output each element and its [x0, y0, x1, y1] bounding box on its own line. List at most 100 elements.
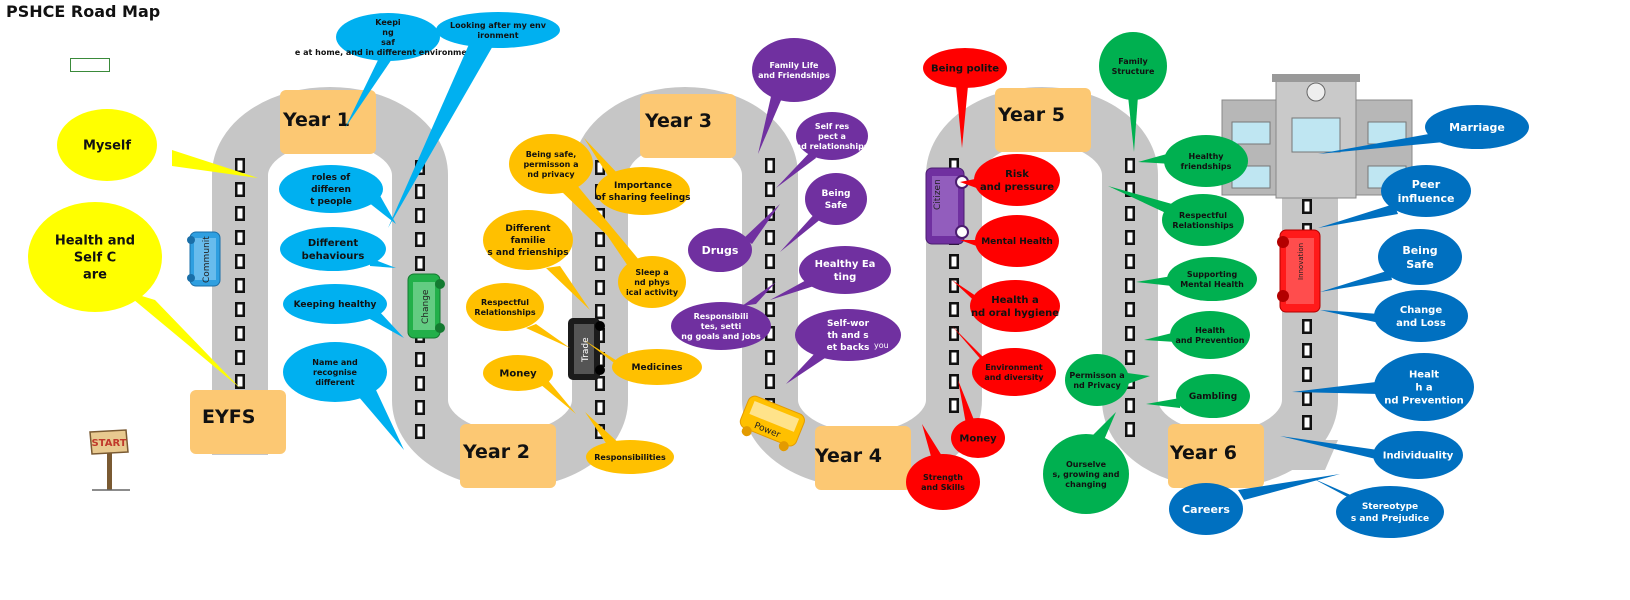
- road-dash-inner: [951, 160, 957, 171]
- road-dash-inner: [417, 426, 423, 437]
- svg-text:Communit: Communit: [202, 236, 212, 283]
- bubble-label: Being polite: [931, 64, 999, 75]
- bubble-tail: [922, 424, 942, 460]
- bubble-shape: [1170, 311, 1250, 359]
- bubble-tail: [368, 310, 404, 338]
- bubble-tail: [956, 86, 968, 148]
- bubble-shape: [283, 284, 387, 324]
- road-dash-inner: [1127, 184, 1133, 195]
- bubble-shape: [1169, 483, 1243, 535]
- bubble-shape: [972, 348, 1056, 396]
- road-dash-inner: [417, 402, 423, 413]
- road-dash-inner: [1304, 369, 1310, 380]
- bubble-shape: [671, 302, 771, 350]
- bubble-shape: [1167, 257, 1257, 301]
- svg-text:Innovation: Innovation: [1297, 243, 1305, 280]
- svg-text:Year 6: Year 6: [1169, 442, 1237, 464]
- road-dash-inner: [1127, 208, 1133, 219]
- bubble-shape: [974, 154, 1060, 206]
- bubble-tail: [1090, 412, 1116, 440]
- bubble-shape: [1374, 290, 1468, 342]
- bubble-shape: [57, 109, 157, 181]
- vehicle-black-icon: Trade: [568, 318, 605, 380]
- road-dash-inner: [767, 160, 773, 171]
- bubble-label: Money: [499, 369, 537, 380]
- road-dash-inner: [237, 328, 243, 339]
- svg-text:Year 1: Year 1: [282, 109, 350, 131]
- bubble-shape: [752, 38, 836, 102]
- bubble-shape: [483, 355, 553, 391]
- road-dash-inner: [417, 234, 423, 245]
- bubble-tail: [584, 138, 620, 182]
- bubble-medicines: Medicines: [584, 340, 702, 385]
- road-dash-inner: [1127, 352, 1133, 363]
- bubble-tail: [546, 266, 590, 310]
- bubble-shape: [586, 440, 674, 474]
- bubble-myself: Myself: [57, 109, 258, 181]
- outline-box: [70, 58, 110, 72]
- bubble-tail: [1320, 270, 1392, 292]
- bubble-tail: [1280, 436, 1380, 460]
- road-dash-inner: [767, 304, 773, 315]
- bubble-shape: [1378, 229, 1462, 285]
- bubble-tail: [122, 290, 240, 388]
- bubble-tail: [172, 150, 258, 178]
- road-dash-inner: [767, 376, 773, 387]
- svg-text:START: START: [91, 438, 126, 449]
- bubble-shape: [1099, 32, 1167, 100]
- bubble-shape: [466, 283, 544, 331]
- bubble-tail: [786, 350, 828, 384]
- bubble-label: Mental Health: [981, 237, 1053, 247]
- bubble-shape: [280, 227, 386, 271]
- bubble-tail: [1136, 276, 1172, 286]
- bubble-tail: [758, 92, 782, 154]
- road-dash-inner: [1127, 304, 1133, 315]
- bubble-shape: [283, 342, 387, 402]
- bubble-shape: [28, 202, 162, 312]
- svg-text:Year 2: Year 2: [462, 441, 530, 463]
- road-dash-inner: [237, 256, 243, 267]
- bubble-shape: [1065, 354, 1129, 406]
- road-dash-inner: [237, 184, 243, 195]
- road-dash-inner: [951, 376, 957, 387]
- bubble-label: Careers: [1182, 503, 1230, 516]
- bubble-shape: [796, 112, 868, 160]
- bubble-shape: [612, 349, 702, 385]
- bubble-shape: [688, 228, 752, 272]
- road-dash-inner: [597, 282, 603, 293]
- bubble-tail: [345, 56, 394, 128]
- svg-text:Year 5: Year 5: [997, 104, 1065, 126]
- road-dash-inner: [1127, 160, 1133, 171]
- bubble-shape: [1164, 135, 1248, 187]
- bubble-shape: [336, 13, 440, 61]
- bubble-shape: [436, 12, 560, 48]
- road-dash-inner: [1127, 256, 1133, 267]
- bubble-tail: [1108, 186, 1172, 214]
- bubble-label: Individuality: [1383, 451, 1454, 462]
- bubble-shape: [509, 134, 593, 194]
- bubble-shape: [799, 246, 891, 294]
- bubble-label: Medicines: [632, 363, 683, 373]
- road-dash-inner: [237, 376, 243, 387]
